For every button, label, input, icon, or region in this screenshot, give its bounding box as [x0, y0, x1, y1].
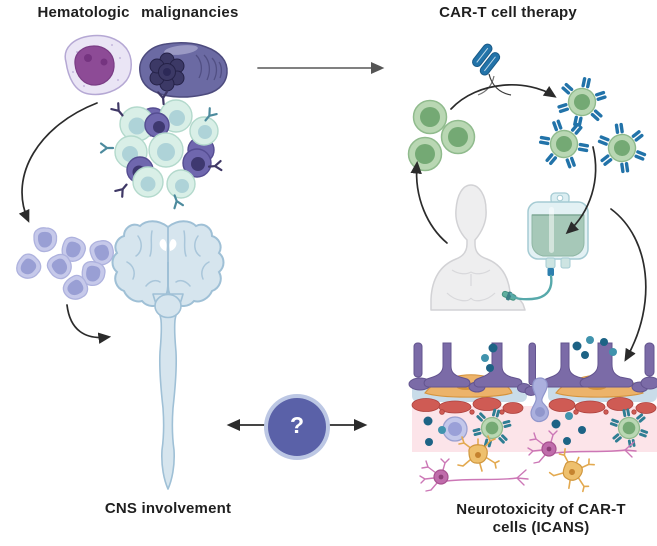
patient-figure-icon: [430, 184, 526, 311]
lobed-nucleus: [149, 52, 185, 92]
car-t-cells-icon: [530, 73, 649, 179]
title-hematologic-malignancies: Hematologic malignancies: [37, 4, 239, 21]
arrow-cluster-to-brain: [66, 304, 112, 344]
flow-arrows: [18, 61, 647, 432]
arrow-cartcells-to-bag: [565, 146, 597, 235]
myeloid-cell-icon: [139, 42, 228, 98]
title-car-t-cell-therapy: CAR-T cell therapy: [439, 4, 577, 21]
label-neurotoxicity: Neurotoxicity of CAR-T cells (ICANS): [421, 501, 657, 537]
brain-spinal-cord-icon: [111, 220, 225, 490]
iv-tube-icon: [509, 274, 553, 301]
hematologic-malignancy-cells: [64, 34, 228, 210]
car-t-therapy-illustration: [407, 43, 649, 311]
label-neurotoxicity-line1: Neurotoxicity of CAR-T: [456, 501, 626, 518]
arrow-cart-to-neurotoxicity: [610, 208, 647, 362]
iv-bag-icon: [509, 192, 589, 301]
endothelium-icon: [411, 397, 657, 415]
lymphoblast-cell-icon: [64, 34, 132, 96]
cytokine-dots: [423, 336, 617, 446]
astrocyte-endfeet-icon: [408, 342, 657, 396]
neurotoxicity-panel: [408, 336, 657, 497]
question-mark-text: ?: [289, 411, 305, 438]
leukemic-cell-cluster-icon: [11, 227, 117, 305]
cns-involvement-illustration: [11, 220, 225, 490]
arrow-malignancy-to-cluster: [18, 102, 98, 223]
migrating-cell-icon: [530, 377, 549, 423]
car-construct-icon: [472, 43, 512, 96]
tumor-cluster-icon: [99, 90, 223, 210]
t-cells-icon: [407, 99, 476, 172]
label-cns-involvement: CNS involvement: [104, 500, 232, 517]
label-neurotoxicity-line2: cells (ICANS): [492, 519, 590, 536]
arrow-tcells-to-cartcells: [450, 84, 557, 110]
question-circle: [264, 394, 330, 460]
arrow-patient-to-tcells: [410, 160, 448, 244]
